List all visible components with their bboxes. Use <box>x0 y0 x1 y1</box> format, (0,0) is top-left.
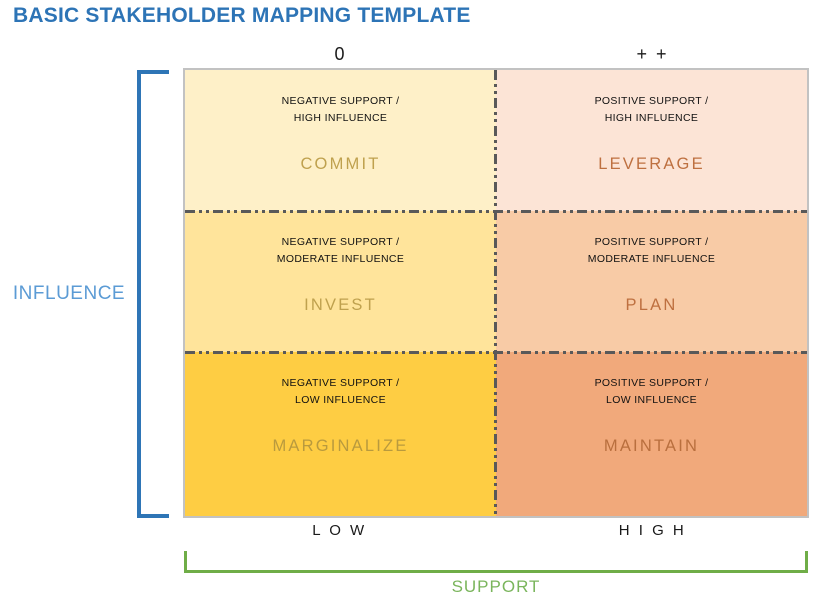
cell-invest: NEGATIVE SUPPORT / MODERATE INFLUENCE IN… <box>185 211 496 352</box>
cell-marginalize: NEGATIVE SUPPORT / LOW INFLUENCE MARGINA… <box>185 352 496 516</box>
support-axis-label: SUPPORT <box>451 577 541 596</box>
page-title: BASIC STAKEHOLDER MAPPING TEMPLATE <box>13 4 471 27</box>
cell-action-label: LEVERAGE <box>598 155 705 173</box>
center-column-divider <box>494 70 497 516</box>
matrix-grid: NEGATIVE SUPPORT / HIGH INFLUENCE COMMIT… <box>183 68 809 518</box>
cell-description: NEGATIVE SUPPORT / MODERATE INFLUENCE <box>277 234 404 268</box>
row-divider-top <box>185 210 807 213</box>
column-header-positive-support: + + <box>636 44 669 64</box>
cell-plan: POSITIVE SUPPORT / MODERATE INFLUENCE PL… <box>496 211 807 352</box>
cell-maintain: POSITIVE SUPPORT / LOW INFLUENCE MAINTAI… <box>496 352 807 516</box>
column-header-negative-support: 0 <box>334 44 345 64</box>
cell-description-line1: POSITIVE SUPPORT / <box>594 377 709 389</box>
cell-action-label: MARGINALIZE <box>272 437 409 455</box>
cell-description-line1: POSITIVE SUPPORT / <box>594 95 709 107</box>
cell-description-line2: MODERATE INFLUENCE <box>587 253 716 265</box>
cell-description: POSITIVE SUPPORT / HIGH INFLUENCE <box>595 93 709 127</box>
cell-description-line2: LOW INFLUENCE <box>295 394 386 406</box>
influence-axis-bracket <box>137 70 169 518</box>
cell-action-label: COMMIT <box>300 155 381 173</box>
cell-description-line1: NEGATIVE SUPPORT / <box>281 95 400 107</box>
column-footer-high: H I G H <box>618 522 687 539</box>
support-axis-bracket <box>184 551 808 573</box>
cell-description-line1: NEGATIVE SUPPORT / <box>281 377 400 389</box>
cell-description: NEGATIVE SUPPORT / LOW INFLUENCE <box>282 375 400 409</box>
cell-description-line1: POSITIVE SUPPORT / <box>594 236 709 248</box>
cell-description: NEGATIVE SUPPORT / HIGH INFLUENCE <box>282 93 400 127</box>
cell-description-line1: NEGATIVE SUPPORT / <box>281 236 400 248</box>
row-divider-bottom <box>185 351 807 354</box>
column-footer-low: L O W <box>312 522 367 539</box>
cell-description: POSITIVE SUPPORT / MODERATE INFLUENCE <box>588 234 715 268</box>
cell-description-line2: HIGH INFLUENCE <box>604 112 699 124</box>
cell-action-label: PLAN <box>625 296 678 314</box>
cell-description-line2: LOW INFLUENCE <box>606 394 697 406</box>
cell-action-label: MAINTAIN <box>603 437 700 455</box>
cell-description: POSITIVE SUPPORT / LOW INFLUENCE <box>595 375 709 409</box>
cell-leverage: POSITIVE SUPPORT / HIGH INFLUENCE LEVERA… <box>496 70 807 211</box>
cell-action-label: INVEST <box>304 296 377 314</box>
cell-description-line2: MODERATE INFLUENCE <box>276 253 405 265</box>
cell-description-line2: HIGH INFLUENCE <box>293 112 388 124</box>
influence-axis-label: INFLUENCE <box>12 283 126 304</box>
cell-commit: NEGATIVE SUPPORT / HIGH INFLUENCE COMMIT <box>185 70 496 211</box>
